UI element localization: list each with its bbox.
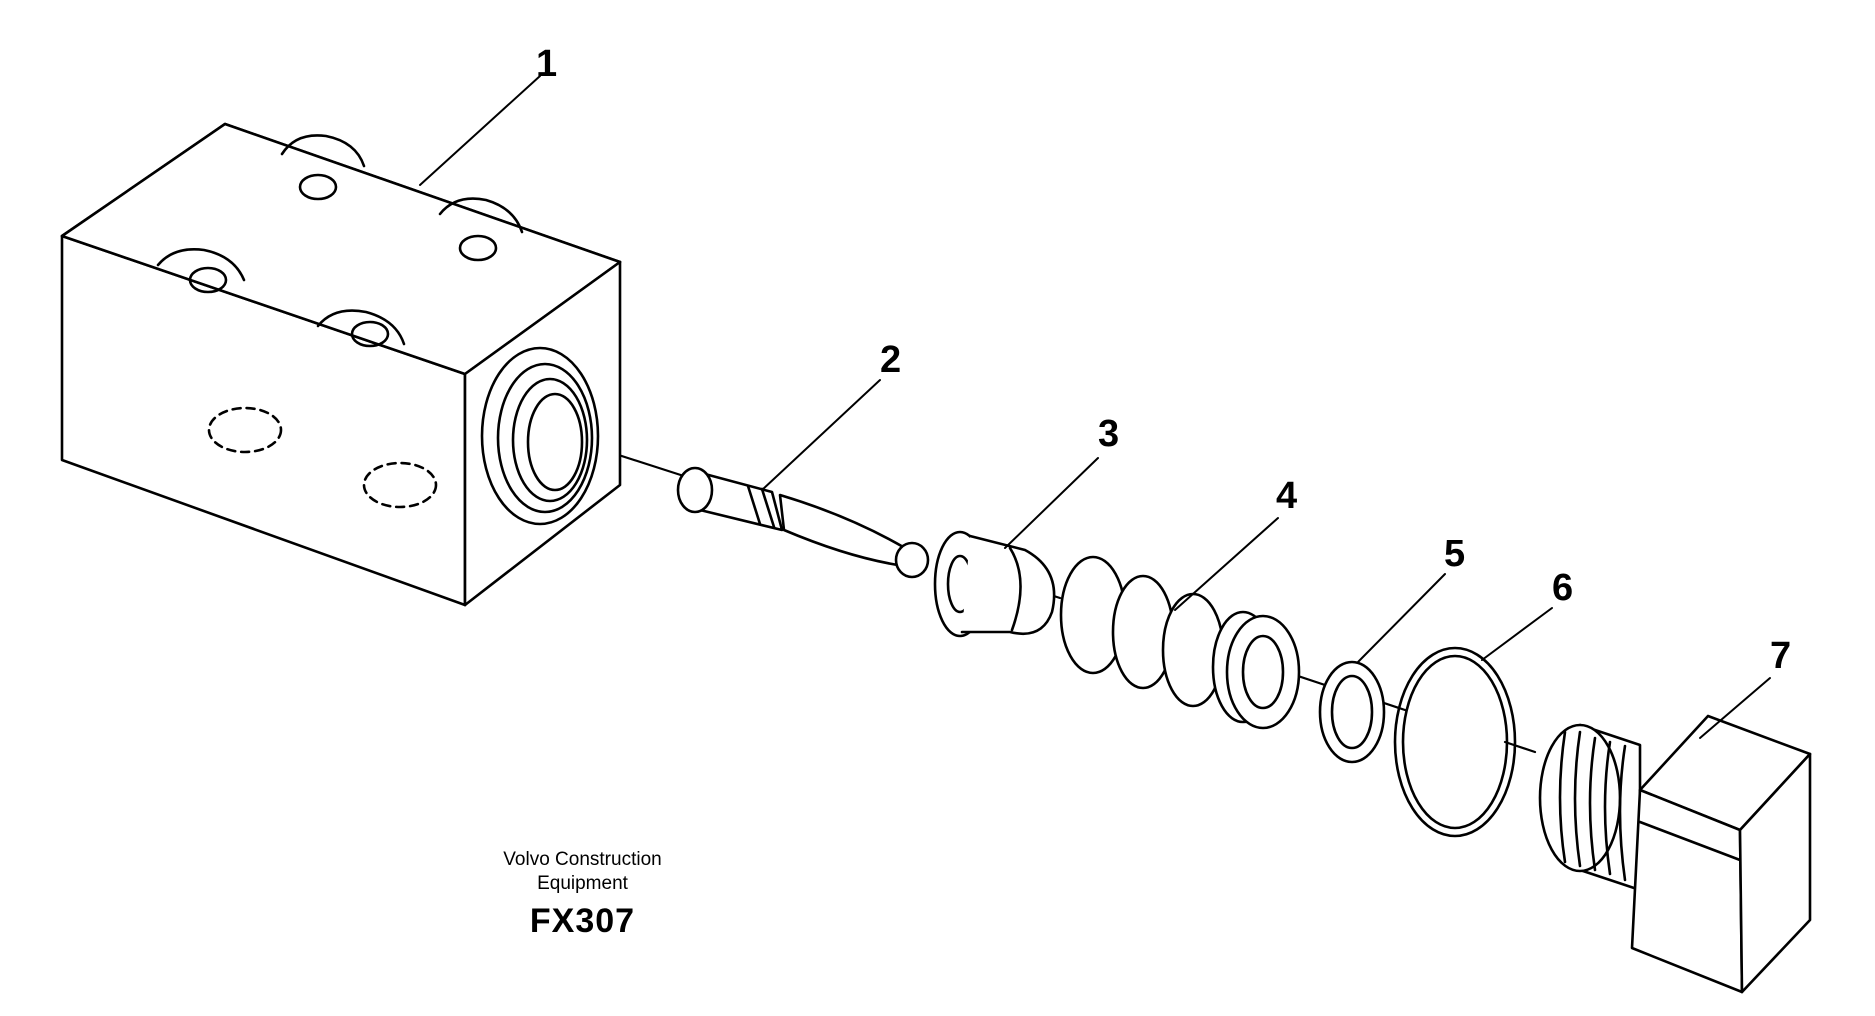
part-1-valve-housing — [60, 122, 622, 607]
callout-3: 3 — [1098, 413, 1119, 455]
figure-code: FX307 — [529, 901, 636, 940]
callout-1: 1 — [536, 43, 557, 85]
callout-numbers: 1 2 3 4 5 6 7 — [536, 43, 1791, 677]
caption-company-sub: Equipment — [537, 872, 628, 894]
manufacturer-caption: Volvo Construction Equipment FX307 — [470, 848, 695, 942]
callout-6: 6 — [1552, 567, 1573, 609]
part-2-pilot-pin — [676, 466, 930, 579]
callout-5: 5 — [1444, 533, 1465, 575]
callout-4: 4 — [1276, 475, 1297, 517]
part-5-washer — [1318, 660, 1386, 764]
part-6-o-ring — [1393, 646, 1517, 838]
part-7-threaded-plug — [1538, 714, 1812, 994]
callout-7: 7 — [1770, 635, 1791, 677]
callout-2: 2 — [880, 339, 901, 381]
caption-company: Volvo Construction — [503, 849, 662, 870]
part-3-valve-seat — [933, 530, 1056, 638]
leader-lines — [419, 75, 1771, 739]
part-4-spring — [1059, 555, 1301, 730]
